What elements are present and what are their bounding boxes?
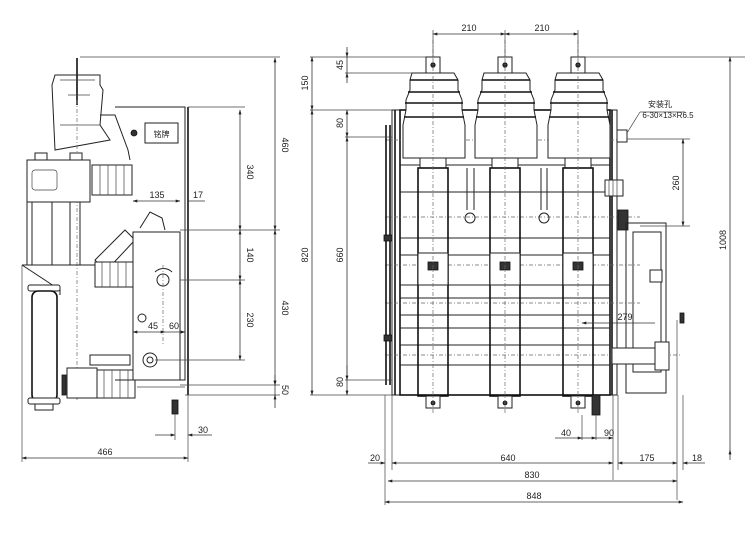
dim-18: 18 bbox=[692, 453, 702, 463]
dim-460: 460 bbox=[280, 137, 290, 152]
lower-block bbox=[66, 367, 98, 399]
mounting-bracket bbox=[616, 129, 628, 143]
dim-80-lower: 80 bbox=[335, 377, 345, 387]
dim-230: 230 bbox=[245, 312, 255, 327]
insulator bbox=[91, 164, 133, 196]
dim-210-b: 210 bbox=[534, 23, 549, 33]
dim-17: 17 bbox=[193, 190, 203, 200]
dim-340: 340 bbox=[245, 164, 255, 179]
dim-140: 140 bbox=[245, 247, 255, 262]
dim-45: 45 bbox=[148, 321, 158, 331]
ground-bolt bbox=[171, 399, 179, 415]
dim-640: 640 bbox=[500, 453, 515, 463]
dim-20: 20 bbox=[370, 453, 380, 463]
dim-279: 279 bbox=[617, 312, 632, 322]
dim-90: 90 bbox=[604, 428, 614, 438]
dim-1008: 1008 bbox=[718, 230, 728, 250]
dim-848: 848 bbox=[526, 491, 541, 501]
bushing bbox=[402, 72, 466, 159]
mechanism-panel bbox=[132, 231, 181, 381]
phase-2 bbox=[474, 40, 538, 415]
ground-bolt bbox=[591, 394, 601, 416]
dim-466: 466 bbox=[97, 447, 112, 457]
dim-45-terminal: 45 bbox=[335, 60, 345, 70]
dim-430: 430 bbox=[280, 300, 290, 315]
phase-3 bbox=[547, 40, 611, 415]
dim-210-a: 210 bbox=[461, 23, 476, 33]
side-view-dimensions: 460 340 140 230 430 50 135 17 45 60 30 bbox=[21, 56, 290, 462]
dim-830: 830 bbox=[524, 470, 539, 480]
bushing bbox=[547, 72, 611, 159]
mounting-hole-title: 安装孔 bbox=[648, 99, 672, 109]
side-view: 铭牌 bbox=[21, 58, 189, 415]
mounting-hole-spec: 6-30×13×R6.5 bbox=[642, 111, 694, 120]
fuse-cylinder bbox=[31, 290, 58, 402]
dim-660: 660 bbox=[335, 247, 345, 262]
left-rod bbox=[385, 125, 391, 385]
upper-housing bbox=[51, 74, 111, 151]
dim-820: 820 bbox=[300, 247, 310, 262]
dim-150: 150 bbox=[300, 75, 310, 90]
dim-60: 60 bbox=[169, 321, 179, 331]
phase-1 bbox=[402, 40, 466, 415]
dim-260: 260 bbox=[671, 175, 681, 190]
dim-50: 50 bbox=[280, 385, 290, 395]
lower-insulator bbox=[96, 369, 136, 399]
dim-135: 135 bbox=[149, 190, 164, 200]
dim-40: 40 bbox=[561, 428, 571, 438]
handle bbox=[139, 211, 166, 231]
bolt-icon bbox=[130, 129, 138, 137]
front-view-dimensions: 210 210 45 150 80 820 660 80 安装孔 6-30×13… bbox=[300, 23, 745, 505]
nameplate bbox=[144, 122, 179, 144]
operating-mechanism-box bbox=[625, 222, 667, 394]
dim-175: 175 bbox=[639, 453, 654, 463]
dim-80-upper: 80 bbox=[335, 118, 345, 128]
dim-30: 30 bbox=[198, 425, 208, 435]
front-view bbox=[383, 40, 685, 416]
upper-body bbox=[26, 159, 91, 203]
nameplate-label: 铭牌 bbox=[154, 129, 170, 139]
bushing bbox=[474, 72, 538, 159]
